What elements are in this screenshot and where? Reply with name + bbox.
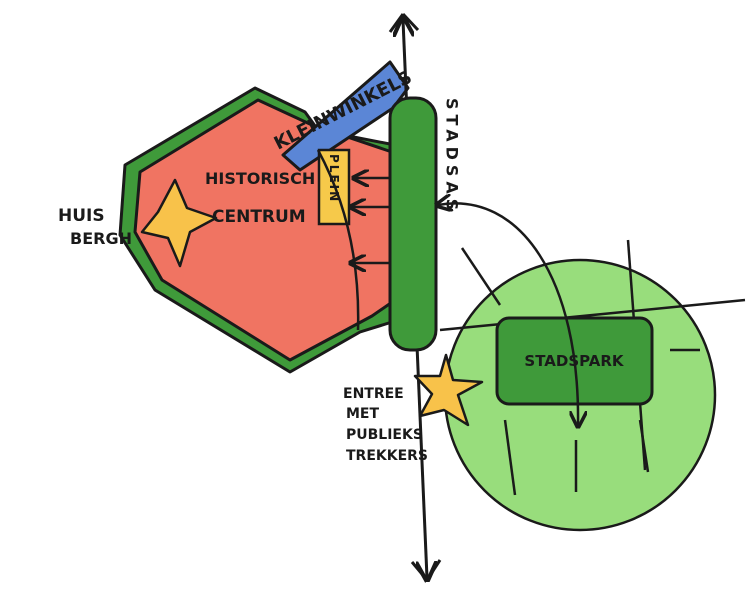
label-bergh: BERGH bbox=[70, 229, 132, 248]
label-met: MET bbox=[346, 406, 379, 422]
arrow-up-icon bbox=[388, 13, 405, 33]
label-centrum: CENTRUM bbox=[212, 207, 306, 227]
park-curve-arrow bbox=[438, 203, 578, 425]
arrow-up-icon bbox=[401, 12, 420, 32]
star-icon bbox=[140, 178, 218, 268]
arrow-down-icon bbox=[410, 561, 429, 581]
label-historisch: HISTORISCH bbox=[205, 169, 315, 188]
star-icon bbox=[413, 353, 484, 427]
label-trekkers: TREKKERS bbox=[346, 448, 428, 464]
label-entree: ENTREE bbox=[343, 386, 404, 402]
park-line bbox=[638, 419, 650, 473]
label-huis: HUIS bbox=[58, 206, 105, 226]
park-line bbox=[460, 247, 502, 306]
centrum-curve bbox=[316, 149, 360, 331]
park-line bbox=[503, 419, 517, 496]
label-stadsas: STADSAS bbox=[443, 98, 462, 215]
arrow-down-icon bbox=[425, 559, 442, 581]
tree-row bbox=[388, 96, 438, 352]
label-plein: PLEIN bbox=[327, 154, 341, 203]
label-stadspark: STADSPARK bbox=[524, 352, 625, 370]
label-publieks: PUBLIEKS bbox=[346, 427, 423, 443]
